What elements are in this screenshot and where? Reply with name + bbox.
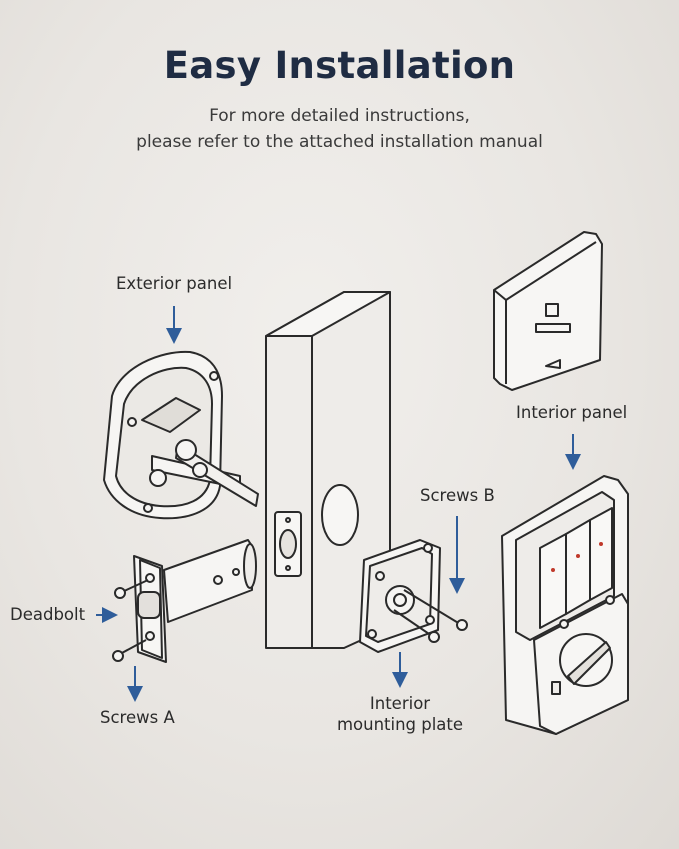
screws-a <box>112 579 149 662</box>
interior-mounting-plate <box>359 539 441 653</box>
exterior-panel <box>103 350 259 520</box>
label-screws-b: Screws B <box>420 486 495 505</box>
page-title: Easy Installation <box>163 44 516 87</box>
label-exterior-panel: Exterior panel <box>116 274 233 293</box>
label-screws-a: Screws A <box>100 708 175 727</box>
label-interior-mounting-plate-line-2: mounting plate <box>336 715 464 734</box>
subtitle-line-2: please refer to the attached installatio… <box>136 132 543 152</box>
interior-panel-cover <box>493 231 603 391</box>
pointer-arrows <box>96 306 581 702</box>
label-deadbolt: Deadbolt <box>10 605 86 624</box>
screws-b <box>393 589 468 643</box>
deadbolt <box>133 539 257 663</box>
subtitle-line-1: For more detailed instructions, <box>209 106 470 126</box>
label-interior-mounting-plate-line-1: Interior <box>369 694 431 713</box>
label-interior-mounting-plate: Interior mounting plate <box>320 694 480 734</box>
label-interior-panel: Interior panel <box>516 403 628 422</box>
door-edge <box>265 291 391 649</box>
interior-panel <box>501 475 629 735</box>
